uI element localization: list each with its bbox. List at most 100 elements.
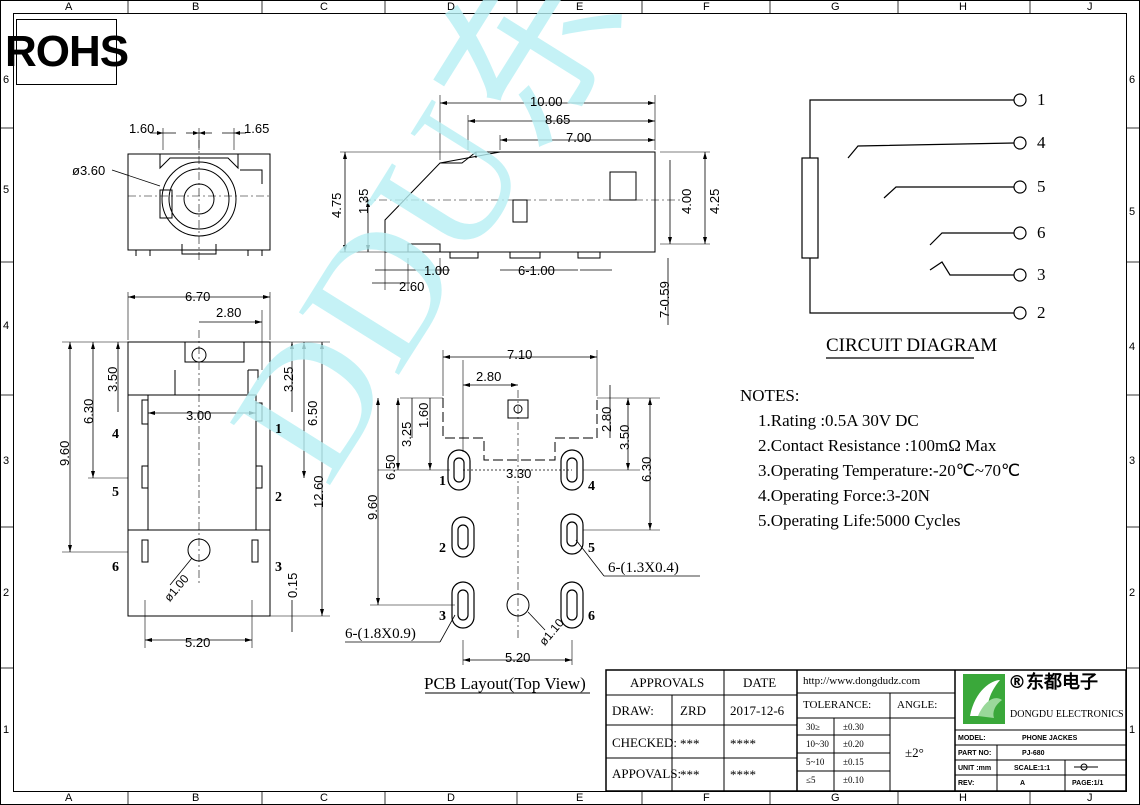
dim-3-25-pcb: 3.25 (399, 421, 414, 447)
tb-tol-value-1: ±0.30 (843, 722, 864, 732)
tb-rev-value: A (1020, 780, 1026, 787)
tb-company-en: DONGDU ELECTRONICS (1010, 709, 1124, 720)
zone-1-left: 1 (3, 724, 10, 736)
tb-company-cn: ®东都电子 (1008, 672, 1098, 693)
dim-2-80-bottom: 2.80 (216, 305, 242, 320)
tb-tolerance-label: TOLERANCE: (803, 699, 872, 711)
dim-6-50-bottom: 6.50 (305, 400, 320, 426)
tb-rev-label: REV: (958, 780, 975, 787)
dim-6-30-bottom: 6.30 (81, 398, 96, 424)
dim-1-35: 1.35 (356, 188, 371, 214)
zone-f-bottom: F (703, 792, 710, 804)
tb-tol-value-4: ±0.10 (843, 775, 864, 785)
zone-h-bottom: H (959, 792, 967, 804)
rohs-label: ROHS (5, 19, 129, 85)
circuit-pin-4: 4 (1037, 133, 1046, 152)
pcb-pin-1: 1 (439, 474, 446, 489)
note-operating-temperature: 3.Operating Temperature:-20℃~70℃ (758, 461, 1021, 480)
zone-e-bottom: E (576, 792, 584, 804)
dim-7-0-59: 7-0.59 (657, 281, 672, 318)
zone-d-top: D (447, 1, 455, 13)
dim-3-00: 3.00 (186, 408, 212, 423)
tb-tol-value-3: ±0.15 (843, 757, 864, 767)
zone-c-bottom: C (320, 792, 328, 804)
zone-f-top: F (703, 1, 710, 13)
zone-a-top: A (65, 1, 73, 13)
pcb-pin-3: 3 (439, 609, 446, 624)
dim-1-00: 1.00 (424, 263, 450, 278)
zone-g-bottom: G (831, 792, 840, 804)
dim-4-25: 4.25 (707, 188, 722, 214)
slot-note-1-8x0-9: 6-(1.8X0.9) (345, 626, 416, 642)
dim-7-00: 7.00 (566, 130, 592, 145)
dim-9-60-bottom: 9.60 (57, 440, 72, 466)
tb-draw-name: ZRD (680, 703, 706, 718)
dim-0-15: 0.15 (285, 572, 300, 598)
pcb-pin-2: 2 (439, 541, 446, 556)
zone-j-top: J (1087, 1, 1093, 13)
note-operating-life: 5.Operating Life:5000 Cycles (758, 511, 961, 530)
zone-a-bottom: A (65, 792, 73, 804)
tb-appovals-name: *** (680, 767, 700, 782)
pcb-pin-4: 4 (588, 479, 595, 494)
zone-3-left: 3 (3, 455, 10, 467)
tb-website: http://www.dongdudz.com (803, 675, 921, 687)
tb-checked-date: **** (730, 736, 756, 751)
dim-2-80-pcb: 2.80 (476, 369, 502, 384)
dim-6-70: 6.70 (185, 289, 211, 304)
circuit-pin-6: 6 (1037, 223, 1046, 242)
zone-j-bottom: J (1087, 792, 1093, 804)
zone-4-right: 4 (1129, 341, 1136, 353)
dim-2-80-pcb-right: 2.80 (599, 406, 614, 432)
circuit-pin-1: 1 (1037, 90, 1046, 109)
tb-draw-date: 2017-12-6 (730, 703, 785, 718)
dim-5-20-pcb: 5.20 (505, 650, 531, 665)
tb-appovals-label: APPOVALS: (612, 766, 682, 781)
tb-page: PAGE:1/1 (1072, 780, 1104, 787)
pcb-pin-5: 5 (588, 541, 595, 556)
tb-part-label: PART NO: (958, 750, 992, 757)
pcb-layout-drawing (345, 350, 700, 694)
tb-checked-name: *** (680, 736, 700, 751)
tb-tol-range-2: 10~30 (806, 739, 829, 749)
bottom-pin-5: 5 (112, 485, 119, 500)
pcb-pin-6: 6 (588, 609, 595, 624)
dim-3-25-bottom: 3.25 (281, 366, 296, 392)
dim-1-60: 1.60 (129, 121, 155, 136)
zone-d-bottom: D (447, 792, 455, 804)
tb-unit: UNIT :mm (958, 765, 992, 772)
tb-model-value: PHONE JACKES (1022, 735, 1078, 742)
slot-note-1-3x0-4: 6-(1.3X0.4) (608, 560, 679, 576)
dim-6-30-pcb: 6.30 (639, 456, 654, 482)
zone-b-bottom: B (192, 792, 200, 804)
circuit-diagram-title: CIRCUIT DIAGRAM (826, 335, 998, 356)
dim-7-10: 7.10 (507, 347, 533, 362)
dim-phi-3-60: ø3.60 (72, 163, 106, 178)
tb-angle-value: ±2° (905, 745, 924, 760)
note-rating: 1.Rating :0.5A 30V DC (758, 411, 919, 430)
dim-6-50-pcb: 6.50 (383, 454, 398, 480)
zone-e-top: E (576, 1, 584, 13)
dim-2-60: 2.60 (399, 279, 425, 294)
dim-1-60-pcb: 1.60 (416, 402, 431, 428)
tb-checked-label: CHECKED: (612, 735, 677, 750)
zone-3-right: 3 (1129, 455, 1136, 467)
circuit-pin-5: 5 (1037, 177, 1046, 196)
jack-symbol-icon (1074, 763, 1098, 771)
bottom-pin-1: 1 (275, 422, 282, 437)
circuit-diagram-drawing (801, 93, 1027, 359)
zone-2-right: 2 (1129, 587, 1136, 599)
dim-12-60: 12.60 (311, 475, 326, 508)
zone-b-top: B (192, 1, 200, 13)
tb-approvals-header: APPROVALS (630, 675, 705, 690)
tb-appovals-date: **** (730, 767, 756, 782)
dim-6-1-00: 6-1.00 (518, 263, 555, 278)
zone-6-right: 6 (1129, 74, 1136, 86)
tb-tol-value-2: ±0.20 (843, 739, 864, 749)
dim-9-60-pcb: 9.60 (365, 494, 380, 520)
dim-3-50-bottom: 3.50 (105, 366, 120, 392)
zone-1-right: 1 (1129, 724, 1136, 736)
dim-10-00: 10.00 (530, 94, 563, 109)
note-operating-force: 4.Operating Force:3-20N (758, 486, 930, 505)
tb-date-header: DATE (743, 675, 777, 690)
